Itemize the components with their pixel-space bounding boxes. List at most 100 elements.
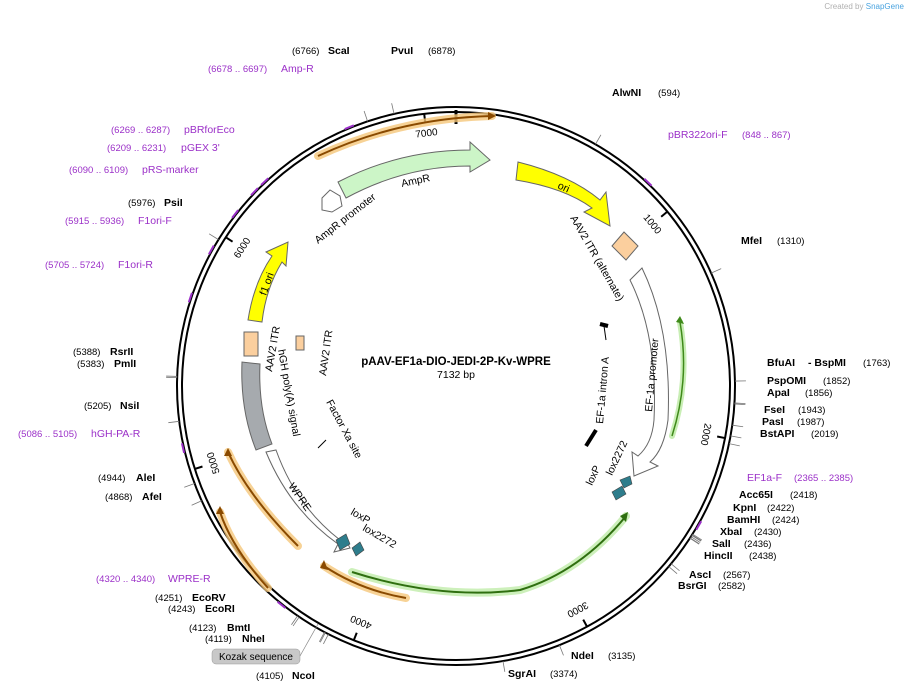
feature-label-hgh-polya: hGH poly(A) signal (275, 348, 302, 437)
credit-prefix: Created by (824, 2, 864, 11)
primer-name[interactable]: WPRE-R (168, 573, 211, 585)
enzyme-name[interactable]: KpnI (733, 502, 756, 514)
enzyme-pos: (5205) (84, 401, 111, 412)
enzyme-pos: (3135) (608, 651, 635, 662)
enzyme-name[interactable]: BmtI (227, 622, 250, 634)
primer-name[interactable]: pBRforEco (184, 124, 235, 136)
lox-markers-bottom (335, 533, 365, 557)
aav2-itr-alternate-box[interactable] (611, 231, 639, 261)
enzyme-site-line (689, 537, 700, 545)
enzyme-name[interactable]: PspOMI (767, 375, 806, 387)
enzyme-name[interactable]: NdeI (571, 650, 594, 662)
feature-label-factor-xa: Factor Xa site (323, 398, 364, 461)
enzyme-name[interactable]: NcoI (292, 670, 315, 682)
enzyme-pos: (1856) (805, 388, 832, 399)
orf-arrow-bottom (320, 560, 410, 602)
enzyme-site-line (668, 566, 678, 574)
enzyme-site-line (670, 563, 680, 572)
primer-range: (2365 .. 2385) (794, 473, 853, 484)
enzyme-site-line (559, 644, 564, 656)
enzyme-name[interactable]: MfeI (741, 235, 762, 247)
enzyme-name[interactable]: BamHI (727, 514, 760, 526)
enzyme-pos: (5388) (73, 347, 100, 358)
orf-arrow-left-1 (224, 448, 302, 550)
primer-name[interactable]: hGH-PA-R (91, 428, 141, 440)
ef1a-intron-bracket (584, 322, 609, 448)
enzyme-name[interactable]: RsrII (110, 346, 133, 358)
enzyme-name-extra[interactable]: - BspMI (808, 357, 846, 369)
enzyme-name[interactable]: BfuAI (767, 357, 795, 369)
primer-name[interactable]: pBR322ori-F (668, 129, 728, 141)
plasmid-name: pAAV-EF1a-DIO-JEDI-2P-Kv-WPRE (361, 356, 551, 368)
kozak-tag[interactable]: Kozak sequence (211, 648, 301, 665)
tick-label: 4000 (349, 612, 374, 631)
enzyme-name[interactable]: NsiI (120, 400, 139, 412)
primer-name[interactable]: Amp-R (281, 63, 314, 75)
aav2-itr-inner-box[interactable] (295, 335, 305, 351)
enzyme-name[interactable]: XbaI (720, 526, 742, 538)
enzyme-name[interactable]: NheI (242, 633, 265, 645)
enzyme-name[interactable]: HincII (704, 550, 733, 562)
enzyme-pos: (2418) (790, 490, 817, 501)
kozak-leader (299, 623, 319, 657)
primer-binding-mark (344, 124, 355, 130)
enzyme-name[interactable]: BsrGI (678, 580, 707, 592)
primer-name[interactable]: F1ori-F (138, 215, 172, 227)
ampr-promoter-arrow[interactable] (321, 189, 343, 213)
enzyme-pos: (4868) (105, 492, 132, 503)
tick-mark (582, 619, 588, 628)
enzyme-name[interactable]: PmlI (114, 358, 136, 370)
primer-binding-mark (208, 245, 215, 255)
aav2-itr-left-box[interactable] (243, 331, 259, 357)
primer-name[interactable]: EF1a-F (747, 472, 782, 484)
plasmid-size: 7132 bp (437, 369, 475, 381)
primer-name[interactable]: pGEX 3' (181, 142, 220, 154)
enzyme-pos: (2436) (744, 539, 771, 550)
enzyme-pos: (4243) (168, 604, 195, 615)
enzyme-site-line (692, 533, 703, 541)
lox-markers-right (611, 475, 633, 501)
enzyme-name[interactable]: FseI (764, 404, 785, 416)
primer-name[interactable]: pRS-marker (142, 164, 199, 176)
ampr-arrow[interactable] (337, 140, 491, 199)
hgh-polya-box[interactable] (241, 361, 273, 451)
enzyme-site-line (168, 420, 180, 424)
enzyme-name[interactable]: ApaI (767, 387, 790, 399)
enzyme-site-line (184, 483, 195, 488)
enzyme-site-line (391, 103, 395, 115)
enzyme-name[interactable]: Acc65I (739, 489, 773, 501)
enzyme-name[interactable]: BstAPI (760, 428, 795, 440)
enzyme-name[interactable]: EcoRI (205, 603, 235, 615)
primer-range: (6090 .. 6109) (69, 165, 128, 176)
ef1a-promoter-arrow[interactable] (629, 267, 669, 477)
enzyme-labels: (6766) ScaI PvuI (6878) AlwNI (594) MfeI… (73, 45, 890, 682)
green-orf-right (669, 316, 687, 439)
enzyme-name[interactable]: ScaI (328, 45, 350, 57)
enzyme-site-line (730, 435, 742, 439)
enzyme-name[interactable]: SgrAI (508, 668, 536, 680)
enzyme-site-line (208, 233, 219, 240)
enzyme-name[interactable]: AleI (136, 472, 155, 484)
primer-binding-mark (250, 187, 259, 196)
primer-name[interactable]: F1ori-R (118, 259, 153, 271)
tick-mark (660, 210, 668, 218)
f1-ori-arrow[interactable] (247, 241, 289, 323)
enzyme-pos: (1943) (798, 405, 825, 416)
enzyme-name[interactable]: PvuI (391, 45, 413, 57)
enzyme-pos: (2567) (723, 570, 750, 581)
feature-label-lox2272-bottom: lox2272 (361, 522, 399, 551)
enzyme-name[interactable]: EcoRV (192, 592, 226, 604)
ori-arrow[interactable] (515, 161, 611, 227)
enzyme-pos: (6766) (292, 46, 319, 57)
enzyme-name[interactable]: SalI (712, 538, 731, 550)
enzyme-name[interactable]: AscI (689, 569, 711, 581)
enzyme-name[interactable]: PsiI (164, 197, 183, 209)
feature-label-aav2-itr-alternate: AAV2 ITR (alternate) (567, 214, 626, 304)
primer-labels: (6678 .. 6697) Amp-R pBR322ori-F (848 ..… (18, 63, 853, 585)
enzyme-name[interactable]: AfeI (142, 491, 162, 503)
enzyme-pos: (2582) (718, 581, 745, 592)
enzyme-name[interactable]: AlwNI (612, 87, 641, 99)
green-orf-bottom (348, 512, 630, 597)
factor-xa-mark (317, 439, 327, 449)
enzyme-name[interactable]: PasI (762, 416, 784, 428)
